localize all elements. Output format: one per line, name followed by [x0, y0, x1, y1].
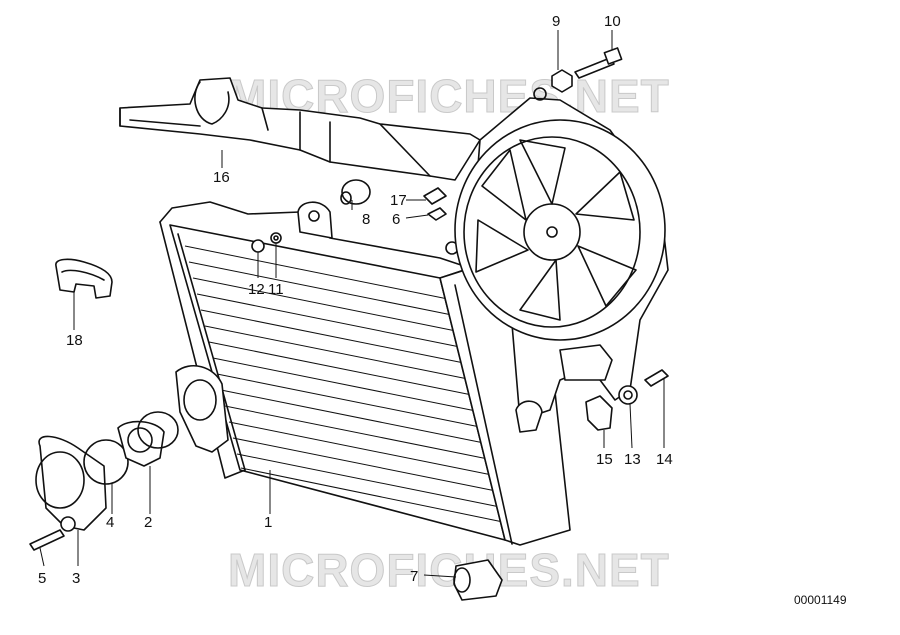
callout-4: 4: [106, 514, 114, 531]
part-4-o-ring: [83, 439, 129, 485]
callout-3: 3: [72, 570, 80, 587]
callout-18: 18: [66, 332, 83, 349]
callout-14: 14: [656, 451, 673, 468]
callout-7: 7: [410, 568, 418, 585]
callout-13: 13: [624, 451, 641, 468]
part-3-thermostat-cover: [35, 435, 107, 532]
part-9-nut: [551, 69, 573, 93]
part-17-bolt: [423, 187, 447, 205]
callout-10: 10: [604, 13, 621, 30]
watermark-bottom: MICROFICHES.NET: [228, 544, 670, 596]
part-16-air-duct: [119, 77, 481, 181]
callout-5: 5: [38, 570, 46, 587]
part-6-screw: [427, 207, 447, 221]
part-12-nut: [251, 239, 265, 253]
callout-1: 1: [264, 514, 272, 531]
callout-8: 8: [362, 211, 370, 228]
part-1-radiator: [159, 201, 571, 546]
part-15-clip: [585, 395, 613, 431]
callout-2: 2: [144, 514, 152, 531]
part-11-washer: [270, 232, 282, 244]
callout-12: 12: [248, 281, 265, 298]
radiator-outlet-flange: [137, 364, 229, 453]
callout-16: 16: [213, 169, 230, 186]
part-8-grommet: [340, 179, 371, 205]
part-13-fan-shroud: [454, 87, 669, 433]
part-2-thermostat: [117, 420, 165, 467]
leader-lines: [39, 30, 665, 578]
callout-17: 17: [390, 192, 407, 209]
part-10-bolt: [574, 47, 623, 79]
part-18-clip: [55, 258, 113, 299]
part-5-bolt: [29, 529, 65, 551]
part-7-mount: [453, 559, 503, 601]
callout-9: 9: [552, 13, 560, 30]
callout-6: 6: [392, 211, 400, 228]
part-14-bolt: [644, 369, 669, 387]
document-id: 00001149: [794, 593, 847, 607]
callout-15: 15: [596, 451, 613, 468]
callout-11: 11: [268, 281, 284, 298]
